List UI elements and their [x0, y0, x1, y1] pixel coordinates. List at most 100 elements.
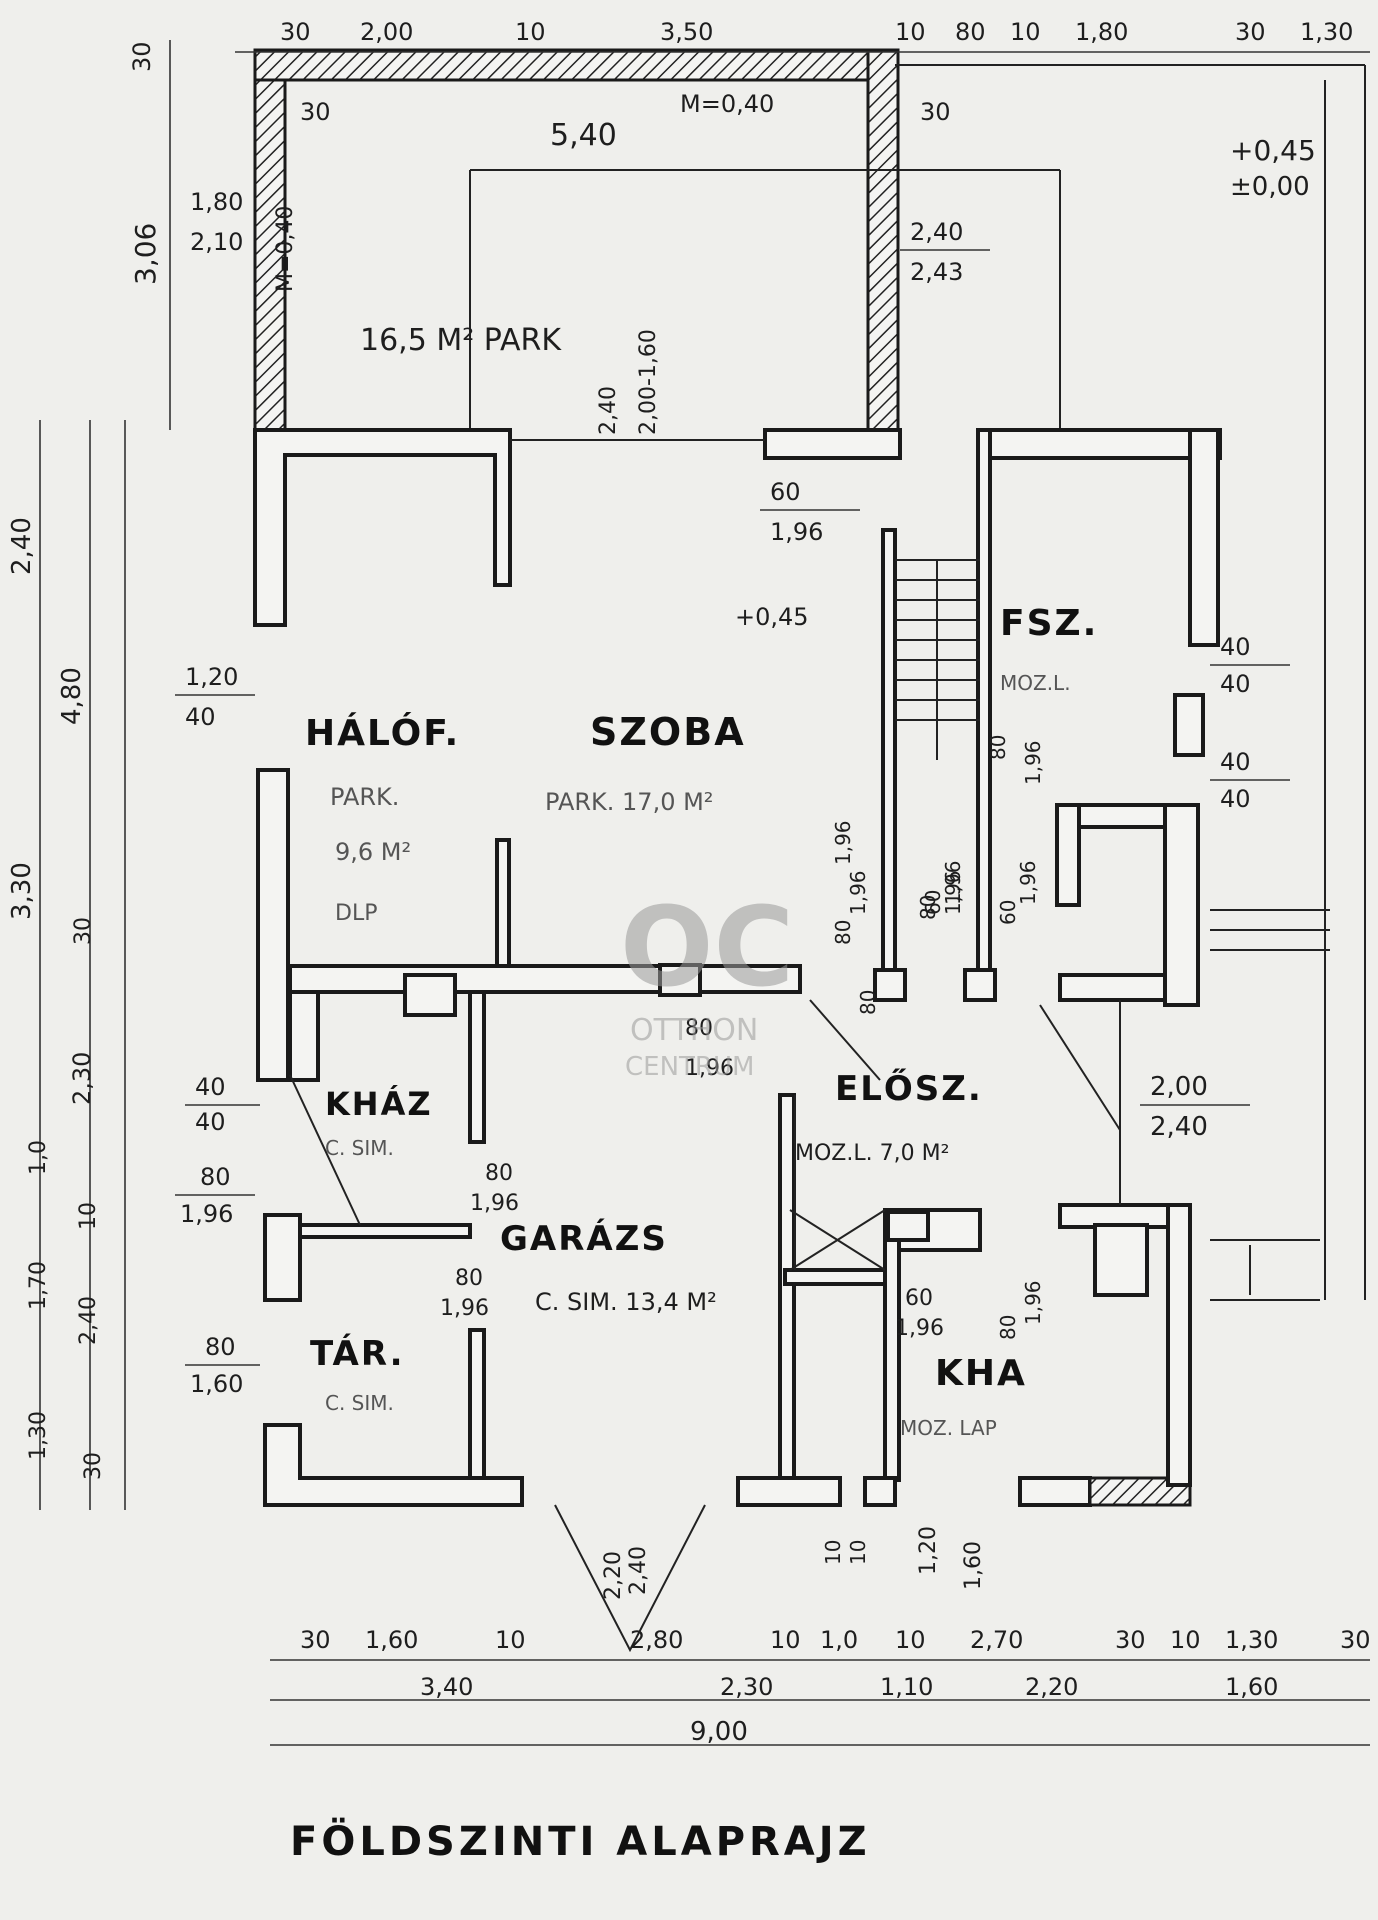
dim-label: 40: [1220, 670, 1251, 698]
left-dim: 10: [76, 1202, 101, 1230]
dim-label: 1,96: [895, 1316, 944, 1341]
level-inner: +0,45: [735, 603, 809, 631]
left-dim: 2,30: [68, 1052, 96, 1105]
dim-label: 1,96: [470, 1191, 519, 1216]
dim-label: 80: [205, 1333, 236, 1361]
interior-dimensions: 2,40 2,43 2,40 2,00-1,60 60 1,96 1,20 40…: [175, 218, 1290, 1600]
dim-label: 1,96: [1016, 860, 1040, 905]
top-dim: 1,30: [1300, 18, 1353, 46]
bottom-dim: 1,30: [1225, 1626, 1278, 1654]
wall-30-b: 30: [920, 98, 951, 126]
terrace-left-wall: [253, 48, 287, 432]
dim-label: 40: [195, 1073, 226, 1101]
terrace-span: 5,40: [550, 118, 617, 153]
room-garazs-label: GARÁZS: [500, 1218, 668, 1259]
left-dim: 1,80: [190, 188, 243, 216]
room-szoba-floor: PARK. 17,0 M²: [545, 788, 713, 816]
dim-label: 80: [831, 920, 855, 945]
dim-label: 80: [200, 1163, 231, 1191]
dim-label: 80: [996, 1315, 1020, 1340]
dim-label: 1,20: [185, 663, 238, 691]
bottom-dim: 1,60: [1225, 1673, 1278, 1701]
room-elosz-label: ELŐSZ.: [835, 1068, 983, 1109]
dim-label: 1,60: [190, 1370, 243, 1398]
building-walls: [253, 428, 1222, 1507]
plan-title: FÖLDSZINTI ALAPRAJZ: [290, 1817, 871, 1865]
dim-label: 2,00-1,60: [636, 329, 661, 435]
dim-label: 40: [185, 703, 216, 731]
room-kha-floor: MOZ. LAP: [900, 1416, 997, 1440]
left-dim: 4,80: [57, 667, 87, 725]
dim-label: 80: [485, 1161, 513, 1186]
bottom-dim: 2,20: [1025, 1673, 1078, 1701]
bottom-dim: 10: [1170, 1626, 1201, 1654]
terrace-walls: [253, 48, 1366, 1300]
left-dim: 2,40: [76, 1296, 101, 1345]
left-dim: 1,30: [26, 1411, 51, 1460]
top-dimension-line: 30 2,00 10 3,50 10 80 10 1,80 30 1,30 5,…: [235, 18, 1370, 292]
bottom-dim: 30: [1115, 1626, 1146, 1654]
dim-label: 1,60: [961, 1541, 986, 1590]
room-halof-label: HÁLÓF.: [305, 712, 460, 754]
room-khaz-label: KHÁZ: [325, 1085, 433, 1123]
room-garazs-floor: C. SIM. 13,4 M²: [535, 1288, 717, 1316]
bottom-dim: 2,30: [720, 1673, 773, 1701]
dim-label: 40: [1220, 785, 1251, 813]
room-fsz-label: FSZ.: [1000, 603, 1098, 644]
dim-label: 1,96: [941, 870, 965, 915]
room-szoba-label: SZOBA: [590, 710, 746, 754]
top-dim: 10: [1010, 18, 1041, 46]
dim-label: 10: [846, 1540, 870, 1565]
left-dimension-lines: 30 3,06 1,80 2,10 2,40 4,80 3,30 30 2,30…: [7, 40, 243, 1510]
terrace-right-wall: [866, 48, 900, 432]
dim-label: 2,40: [1150, 1112, 1208, 1142]
dim-label: 2,20: [601, 1551, 626, 1600]
dim-label: 1,96: [831, 820, 855, 865]
dim-label: 1,96: [1021, 1280, 1045, 1325]
top-dim: 3,50: [660, 18, 713, 46]
top-dim: 1,80: [1075, 18, 1128, 46]
dim-label: 2,40: [910, 218, 963, 246]
dim-label: 1,96: [1021, 740, 1045, 785]
room-elosz-floor: MOZ.L. 7,0 M²: [795, 1141, 949, 1166]
left-dim: 3,06: [129, 223, 162, 285]
left-dim: 1,70: [26, 1261, 51, 1310]
left-dim: 30: [81, 1452, 106, 1480]
level-ground: ±0,00: [1230, 172, 1310, 202]
watermark-line2: CENTRUM: [625, 1052, 754, 1082]
bottom-dim: 30: [300, 1626, 331, 1654]
terrace-top-wall: [253, 48, 897, 82]
dim-label: 80: [856, 990, 880, 1015]
bottom-dim: 1,10: [880, 1673, 933, 1701]
dim-label: 60: [905, 1286, 933, 1311]
level-floor: +0,45: [1230, 134, 1316, 167]
dim-label: 1,96: [685, 1056, 734, 1081]
dim-label: 1,96: [440, 1296, 489, 1321]
dim-label: 60: [921, 890, 945, 915]
dim-label: 40: [195, 1108, 226, 1136]
room-halof-floor: PARK.: [330, 783, 399, 811]
room-kha-label: KHA: [935, 1353, 1027, 1394]
top-dim: 80: [955, 18, 986, 46]
dim-label: 2,40: [596, 386, 621, 435]
dim-label: 1,96: [770, 518, 823, 546]
dim-label: 80: [455, 1266, 483, 1291]
terrace-area-label: 16,5 M² PARK: [360, 323, 562, 358]
room-halof-note: DLP: [335, 901, 377, 926]
dim-label: 60: [770, 478, 801, 506]
room-fsz-floor: MOZ.L.: [1000, 671, 1071, 695]
bottom-dim: 10: [495, 1626, 526, 1654]
dim-label: 40: [1220, 633, 1251, 661]
room-tar-label: TÁR.: [310, 1333, 405, 1374]
top-dim: 30: [280, 18, 311, 46]
parapet-height-vertical: M=0,40: [273, 206, 298, 292]
dim-label: 80: [986, 735, 1010, 760]
bottom-dim: 10: [895, 1626, 926, 1654]
top-dim: 10: [515, 18, 546, 46]
top-dim: 30: [1235, 18, 1266, 46]
dim-label: 2,40: [626, 1546, 651, 1595]
dim-label: 60: [996, 900, 1020, 925]
bottom-dim: 3,40: [420, 1673, 473, 1701]
dim-label: 2,43: [910, 258, 963, 286]
